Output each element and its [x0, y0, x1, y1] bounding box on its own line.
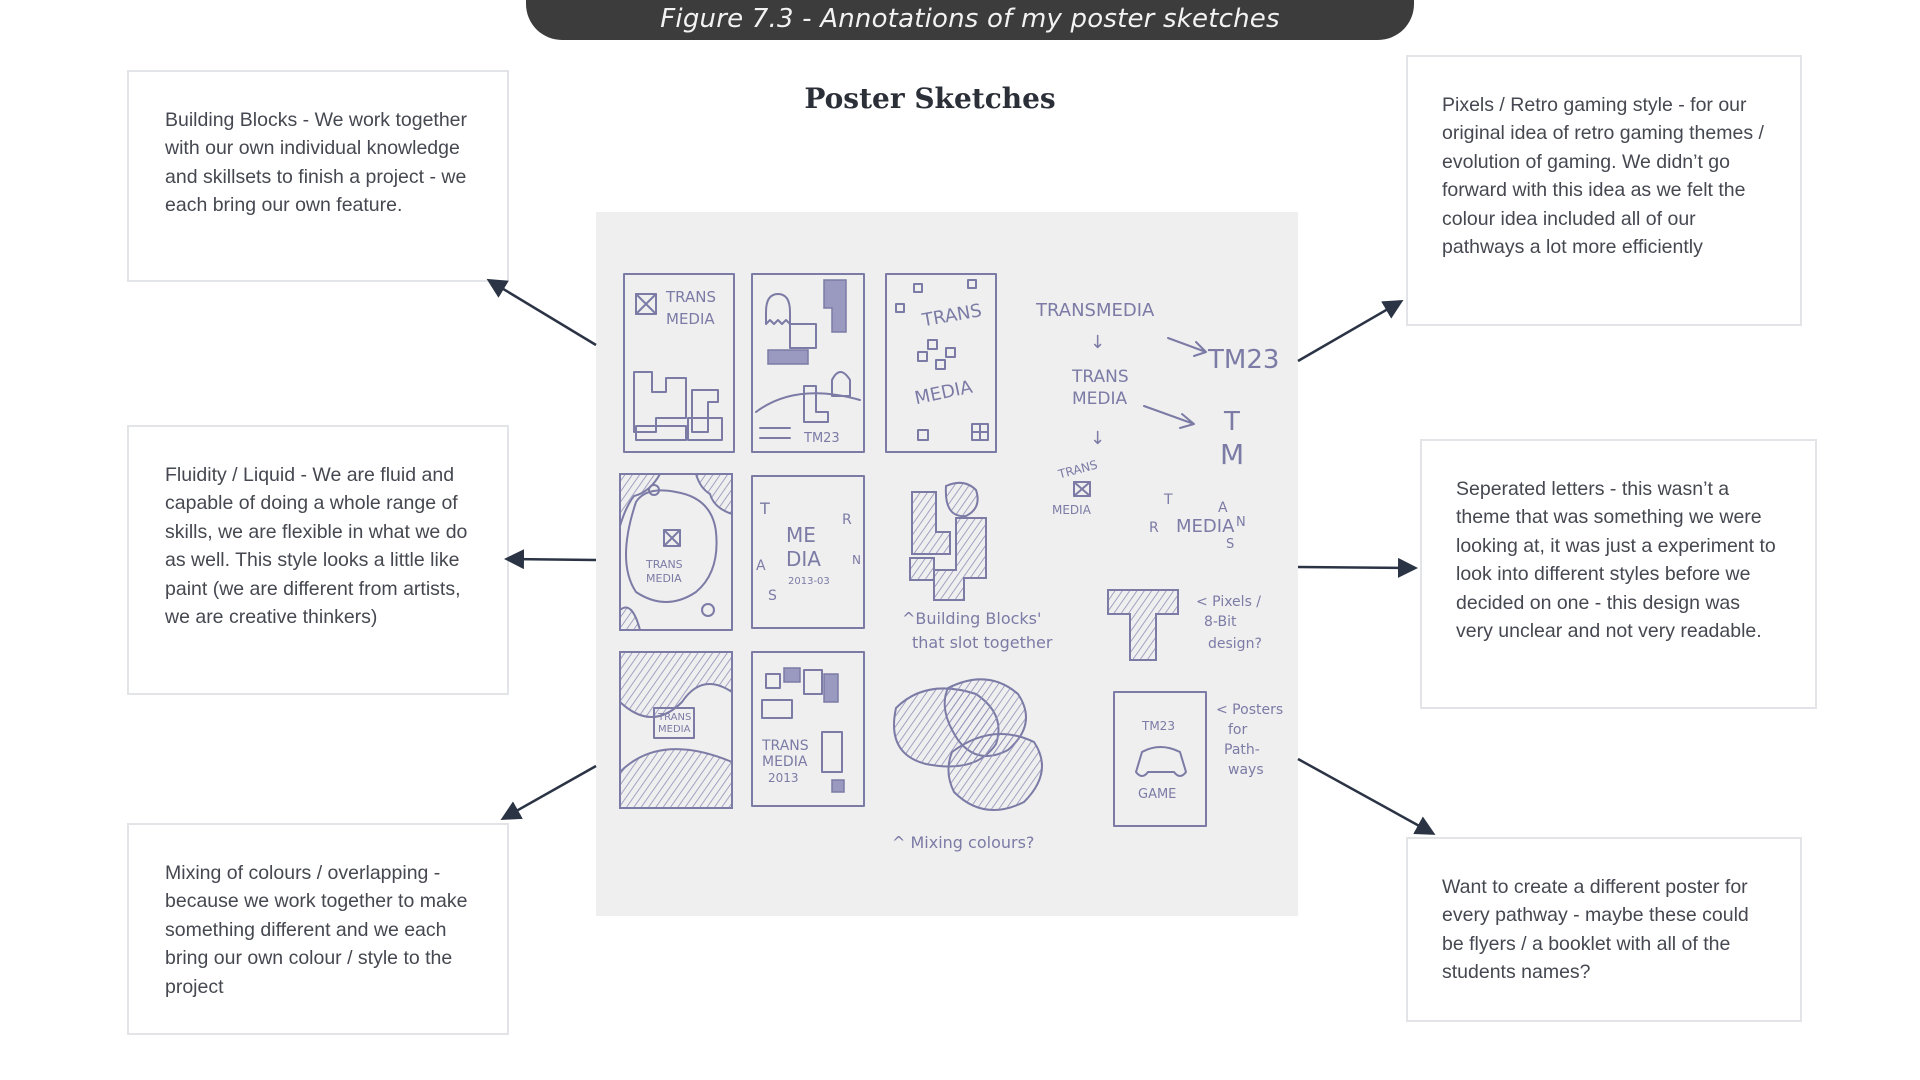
note-pixels: Pixels / Retro gaming style - for our or…: [1406, 55, 1802, 326]
sketch-text-m: M: [1220, 438, 1244, 471]
sketch-text-r-2: R: [1149, 520, 1159, 536]
note-separated-letters-text: Seperated letters - this wasn’t a theme …: [1456, 478, 1776, 643]
sketch-separated-letters: T R MEDIA A N S: [1149, 492, 1246, 552]
note-different-poster: Want to create a different poster for ev…: [1406, 837, 1802, 1022]
sketch-text-tm23-a: TM23: [803, 431, 840, 446]
sketch-text-n-2: N: [1236, 515, 1246, 530]
sketch-text-pixels: < Pixels /: [1196, 594, 1261, 610]
sketch-text-t: T: [1223, 407, 1240, 437]
sketch-text-media-8: MEDIA: [762, 754, 808, 770]
arrow-to-different-poster: [1297, 757, 1436, 835]
sketch-text-a: A: [756, 558, 766, 574]
figure-caption: Figure 7.3 - Annotations of my poster sk…: [660, 4, 1280, 34]
sketch-text-s-2: S: [1226, 537, 1234, 552]
sketch-text-n: N: [852, 553, 861, 567]
sketch-text-trans-5: TRANS: [645, 558, 683, 571]
sketch-text-me: ME: [786, 523, 816, 547]
sketch-poster-4: TRANS MEDIA: [619, 473, 733, 631]
sketch-text-t-3: T: [1163, 492, 1173, 508]
sketch-text-media-6: MEDIA: [1176, 516, 1235, 537]
arrow-to-fluidity: [504, 549, 597, 570]
sketch-arrow-1: ↓: [1090, 332, 1105, 353]
sketch-drawing: TRANS MEDIA TM23 TRANS: [619, 273, 1283, 852]
sketch-game-poster: TM23 GAME < Posters for Path- ways: [1113, 691, 1283, 827]
sketch-text-slot-together: that slot together: [912, 633, 1053, 652]
arrow-to-mixing-colours: [500, 764, 597, 820]
sketch-text-building-blocks: ^Building Blocks': [902, 609, 1041, 628]
note-building-blocks-text: Building Blocks - We work together with …: [165, 109, 468, 217]
note-different-poster-text: Want to create a different poster for ev…: [1442, 876, 1749, 984]
sketch-text-game: GAME: [1138, 787, 1176, 802]
sketch-text-r: R: [842, 512, 852, 528]
sketch-text-8bit: 8-Bit: [1204, 614, 1237, 630]
sketch-poster-2: TM23: [751, 273, 865, 453]
sketch-text-transmedia: TRANSMEDIA: [1035, 300, 1155, 321]
sketch-text-media: MEDIA: [666, 310, 715, 328]
sketch-overlapping-colours: ^ Mixing colours?: [892, 678, 1043, 852]
sketch-text-t-2: T: [759, 499, 770, 518]
sketch-poster-5: T R ME DIA A N 2013-03 S: [751, 475, 865, 629]
sketch-text-years: 2013-03: [788, 576, 830, 587]
sketch-text-dia: DIA: [786, 547, 821, 571]
sketch-poster-7: TRANS MEDIA 2013: [751, 651, 865, 807]
note-pixels-text: Pixels / Retro gaming style - for our or…: [1442, 94, 1764, 259]
sketch-text-posters: < Posters: [1216, 702, 1283, 718]
note-separated-letters: Seperated letters - this wasn’t a theme …: [1420, 439, 1817, 709]
note-mixing-colours-text: Mixing of colours / overlapping - becaus…: [165, 862, 468, 998]
figure-caption-bar: Figure 7.3 - Annotations of my poster sk…: [526, 0, 1414, 40]
sketch-transmedia-flow: TRANSMEDIA ↓ TRANS MEDIA ↓ TM23 T M TRAN…: [1035, 300, 1279, 517]
sketch-text-design: design?: [1208, 636, 1262, 652]
sketch-text-trans-7: TRANS: [761, 738, 809, 754]
sketch-text-media-4: MEDIA: [1052, 503, 1092, 517]
arrow-to-pixels: [1297, 299, 1404, 363]
sketch-text-trans: TRANS: [665, 288, 716, 306]
sketch-text-trans-6: TRANS: [657, 712, 691, 723]
sketch-text-s: S: [768, 588, 777, 604]
sketch-text-trans-3: TRANS: [1071, 367, 1129, 387]
sketch-text-media-7: MEDIA: [658, 724, 691, 735]
sketch-text-media-5: MEDIA: [646, 572, 682, 585]
sketch-text-a-2: A: [1218, 500, 1228, 516]
sketch-text-ways: ways: [1228, 762, 1264, 778]
sketch-arrow-2: ↓: [1090, 428, 1105, 449]
poster-sketches-image: TRANS MEDIA TM23 TRANS: [596, 212, 1298, 916]
sketch-text-for: for: [1228, 722, 1247, 738]
page-title: Poster Sketches: [804, 82, 1056, 115]
sketch-text-media-3: MEDIA: [1072, 389, 1128, 409]
note-building-blocks: Building Blocks - We work together with …: [127, 70, 509, 282]
note-mixing-colours: Mixing of colours / overlapping - becaus…: [127, 823, 509, 1035]
arrow-to-building-blocks: [486, 278, 597, 347]
sketch-text-mixing-colours: ^ Mixing colours?: [892, 833, 1034, 852]
note-fluidity-text: Fluidity / Liquid - We are fluid and cap…: [165, 464, 468, 629]
sketch-poster-6: TRANS MEDIA: [619, 651, 733, 809]
sketch-text-path: Path-: [1224, 742, 1260, 758]
arrow-to-separated-letters: [1297, 557, 1418, 578]
sketch-text-tm23: TM23: [1207, 345, 1279, 375]
sketch-text-tm23-b: TM23: [1141, 719, 1175, 733]
sketch-building-blocks: ^Building Blocks' that slot together: [902, 481, 1053, 652]
sketch-pixel-t: < Pixels / 8-Bit design?: [1107, 589, 1262, 661]
note-fluidity: Fluidity / Liquid - We are fluid and cap…: [127, 425, 509, 695]
sketch-poster-1: TRANS MEDIA: [623, 273, 735, 453]
sketch-text-2013: 2013: [768, 771, 799, 785]
